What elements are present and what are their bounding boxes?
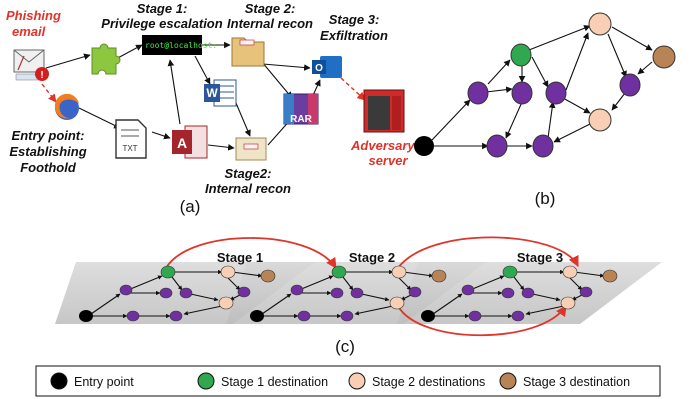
panel-c-stage3-label: Stage 3: [517, 250, 563, 265]
graph-node: [467, 81, 489, 105]
svg-text:W: W: [206, 86, 218, 100]
stage3-label: Stage 3:: [329, 12, 380, 27]
stage1-label: Stage 1:: [137, 1, 188, 16]
document-icon: [235, 137, 267, 161]
arc-stage1-to-stage2: [165, 237, 337, 269]
legend-item-stage2: Stage 2 destinations: [348, 372, 485, 390]
svg-text:A: A: [177, 135, 187, 151]
legend-label: Stage 2 destinations: [372, 375, 485, 389]
legend-swatch: [348, 372, 366, 390]
graph-node: [619, 73, 641, 97]
outlook-icon: O: [312, 56, 342, 78]
legend-label: Stage 3 destination: [523, 375, 630, 389]
panel-a: Phishing email ! Stage 1: Privilege esca…: [6, 1, 425, 216]
mini-graph-2: [250, 265, 447, 322]
adversary-label-2: server: [368, 153, 408, 168]
arc-stage2-lower: [397, 305, 567, 337]
stage2-node: [588, 108, 612, 132]
txt-file-icon: TXT: [115, 119, 147, 159]
folder-icon: [231, 37, 265, 67]
stage1-node: [510, 43, 532, 67]
legend-swatch: [50, 372, 68, 390]
entry-label-2: Establishing: [9, 144, 86, 159]
panel-a-caption: (a): [180, 197, 201, 216]
entry-node: [414, 136, 434, 156]
legend-swatch: [499, 372, 517, 390]
panel-c-stage2-label: Stage 2: [349, 250, 395, 265]
adversary-label: Adversary's: [350, 138, 425, 153]
graph-node: [486, 134, 508, 158]
graph-node: [545, 81, 567, 105]
panel-c: Stage 1 Stage 2 Stage 3: [55, 236, 662, 356]
word-icon: W: [204, 79, 237, 107]
arc-stage2-to-stage3: [397, 236, 579, 269]
legend-item-entry: Entry point: [50, 372, 134, 390]
panel-b: (b): [414, 12, 676, 208]
stage2-node: [588, 12, 612, 36]
server-icon: [363, 89, 405, 133]
phishing-label: Phishing: [6, 8, 61, 23]
legend-label: Entry point: [74, 375, 134, 389]
stage2b-label-2: Internal recon: [205, 181, 291, 196]
svg-text:TXT: TXT: [122, 144, 137, 153]
phishing-label-2: email: [12, 24, 46, 39]
panel-b-edges: [431, 25, 653, 150]
svg-text:RAR: RAR: [290, 114, 312, 125]
puzzle-icon: [91, 43, 121, 75]
terminal-text: root@localhost:: [145, 41, 217, 50]
svg-text:O: O: [315, 63, 323, 74]
legend-box: [35, 365, 661, 397]
rar-icon: RAR: [283, 93, 319, 125]
stage2-label: Stage 2:: [245, 1, 296, 16]
panel-c-caption: (c): [335, 337, 355, 356]
legend-item-stage1: Stage 1 destination: [197, 372, 328, 390]
mini-graph-1: [79, 265, 276, 322]
panel-c-stage1-label: Stage 1: [217, 250, 263, 265]
graph-node: [532, 134, 554, 158]
stage3-node: [652, 45, 676, 69]
legend-swatch: [197, 372, 215, 390]
entry-label-3: Foothold: [20, 160, 77, 175]
firefox-icon: [54, 93, 79, 120]
svg-text:!: !: [40, 70, 43, 81]
panel-b-caption: (b): [535, 189, 556, 208]
stage2-label-2: Internal recon: [227, 16, 313, 31]
mini-graph-3: [421, 265, 618, 322]
stage2b-label: Stage2:: [225, 166, 272, 181]
graph-node: [511, 81, 533, 105]
terminal-icon: root@localhost:: [142, 35, 217, 55]
legend: Entry point Stage 1 destination Stage 2 …: [35, 365, 661, 397]
email-icon: !: [13, 49, 49, 81]
stage3-label-2: Exfiltration: [320, 28, 388, 43]
legend-item-stage3: Stage 3 destination: [499, 372, 630, 390]
panel-b-nodes: [414, 12, 676, 158]
entry-label: Entry point:: [12, 128, 85, 143]
stage1-label-2: Privilege escalation: [101, 16, 222, 31]
access-icon: A: [172, 125, 208, 159]
legend-label: Stage 1 destination: [221, 375, 328, 389]
